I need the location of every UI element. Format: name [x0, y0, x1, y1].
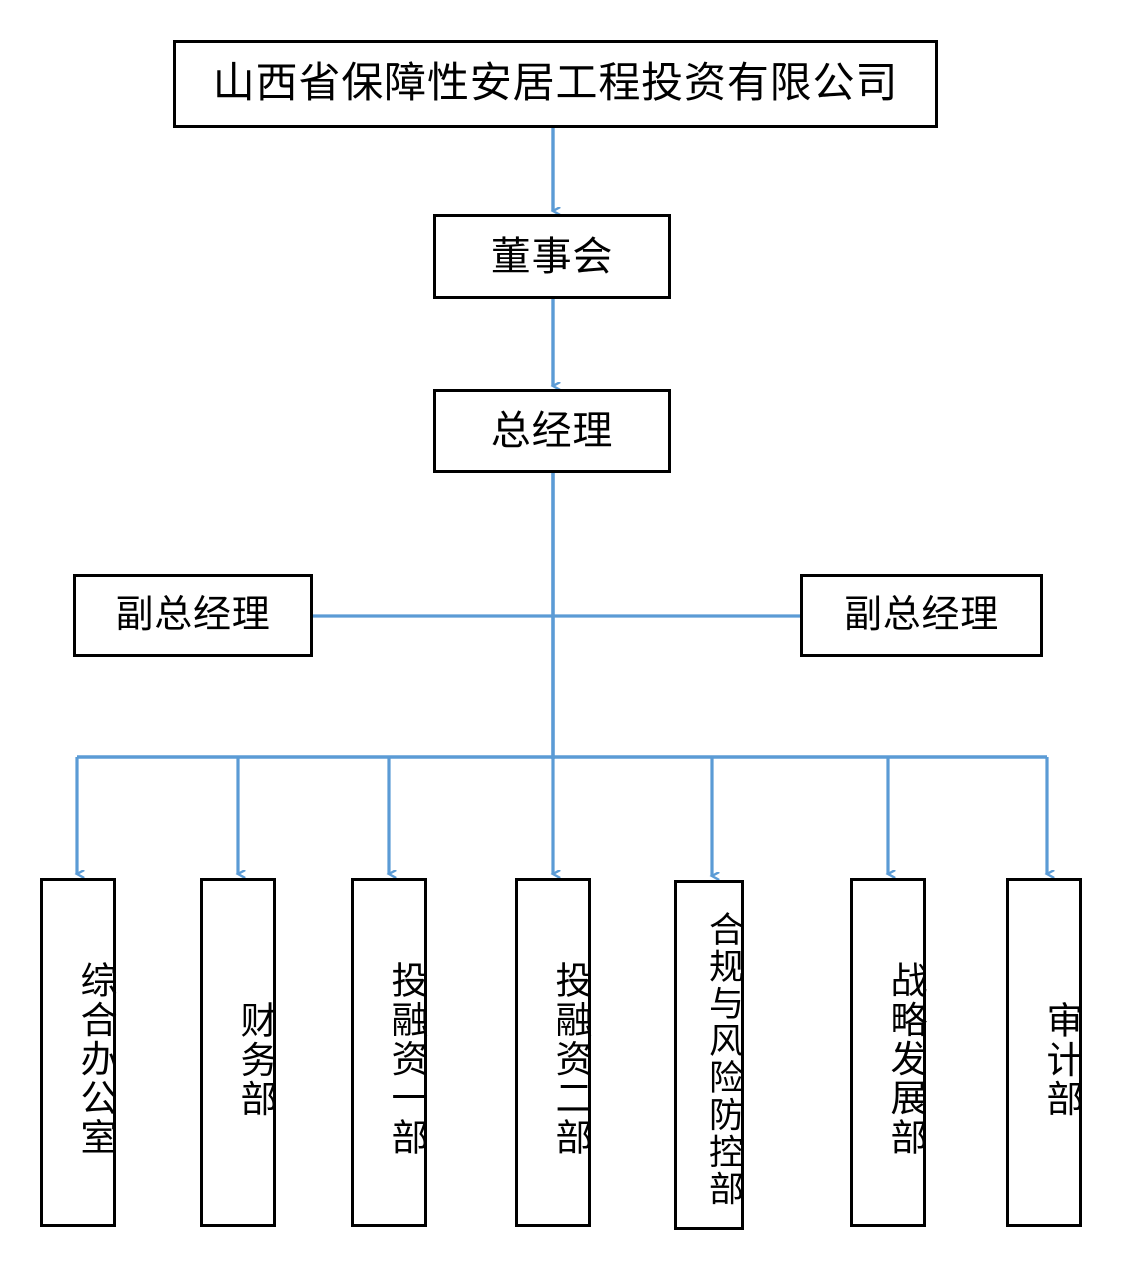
node-department-audit[interactable]: 审计部	[1006, 878, 1082, 1227]
node-department-investment-financing-1[interactable]: 投融资一部	[351, 878, 427, 1227]
node-deputy-general-manager-right[interactable]: 副总经理	[800, 574, 1043, 657]
node-deputy-general-manager-left[interactable]: 副总经理	[73, 574, 313, 657]
node-department-compliance-risk-control[interactable]: 合规与风险防控部	[674, 880, 744, 1230]
department-label: 投融资一部	[385, 961, 426, 1158]
node-department-general-office[interactable]: 综合办公室	[40, 878, 116, 1227]
node-department-finance[interactable]: 财务部	[200, 878, 276, 1227]
node-general-manager[interactable]: 总经理	[433, 389, 671, 473]
node-board-of-directors[interactable]: 董事会	[433, 214, 671, 299]
department-label: 综合办公室	[74, 961, 115, 1158]
node-department-investment-financing-2[interactable]: 投融资二部	[515, 878, 591, 1227]
department-label: 投融资二部	[549, 961, 590, 1158]
department-label: 财务部	[234, 1000, 275, 1119]
node-company[interactable]: 山西省保障性安居工程投资有限公司	[173, 40, 938, 128]
department-label: 战略发展部	[884, 961, 925, 1158]
node-department-strategic-development[interactable]: 战略发展部	[850, 878, 926, 1227]
department-label: 合规与风险防控部	[704, 910, 743, 1208]
department-label: 审计部	[1040, 1000, 1081, 1119]
